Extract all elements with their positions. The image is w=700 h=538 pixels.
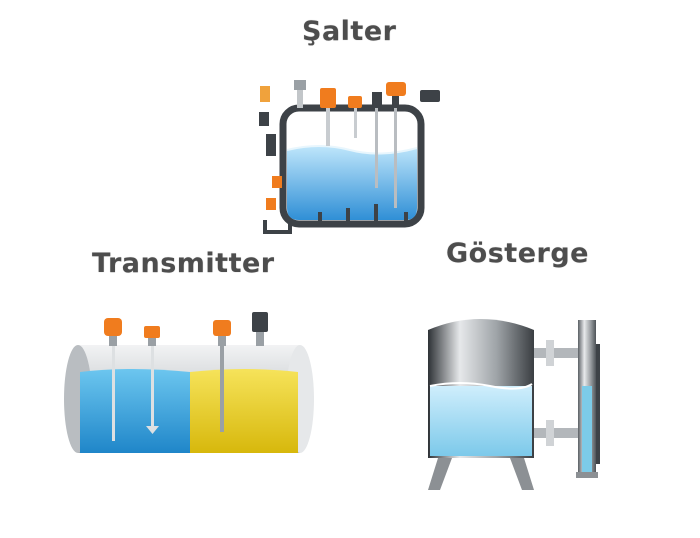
label-indicator: Gösterge: [446, 238, 589, 269]
indicator-tank-illustration: [428, 319, 600, 490]
switch-tank-illustration: [259, 80, 440, 234]
label-transmitter: Transmitter: [92, 248, 275, 279]
transmitter-tank-illustration: [64, 312, 314, 453]
label-switch: Şalter: [302, 16, 397, 47]
